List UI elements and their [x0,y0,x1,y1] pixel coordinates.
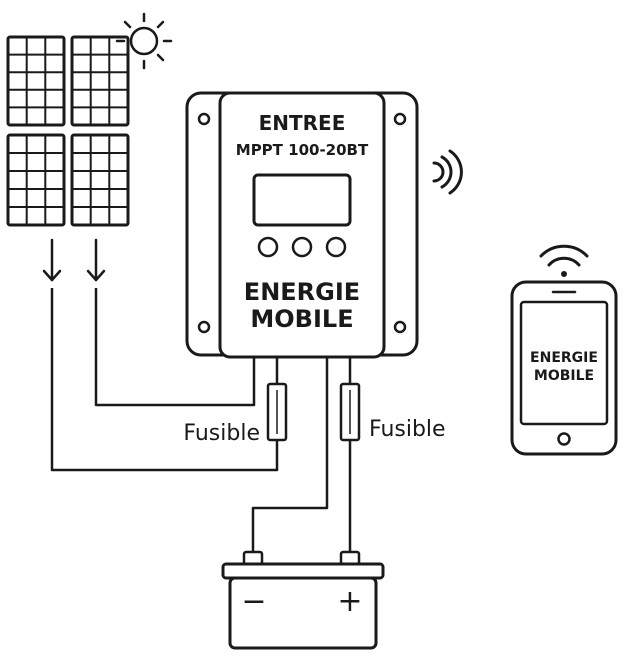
controller-brand-line1: ENERGIE [244,278,360,306]
controller-button-3 [325,236,347,258]
fuse-right [339,382,361,442]
arrow-down-icon-left [42,238,62,282]
battery-terminal-negative [242,550,264,566]
wire-panel-input-b [50,288,279,472]
battery: − + [221,550,385,650]
solar-panel-top-left [6,35,66,127]
phone-brand-line2: MOBILE [534,368,594,384]
sun-icon [115,12,173,70]
mppt-controller: ENTREE MPPT 100-20BT ENERGIE MOBILE [185,91,419,359]
phone-screen [519,300,609,426]
mount-hole-bottom-left [197,320,211,334]
solar-panel-bottom-left [6,133,66,227]
battery-lid [221,562,385,580]
wire-panel-input-a [94,288,256,407]
phone-body [510,280,618,456]
controller-button-2 [291,236,313,258]
mount-hole-top-right [393,112,407,126]
phone-brand-line1: ENERGIE [530,350,598,366]
fuse-left [266,382,288,442]
solar-panel-top-right [70,35,130,127]
controller-model: MPPT 100-20BT [236,141,369,159]
solar-panel-bottom-right [70,133,130,227]
wifi-icon-controller [432,149,463,195]
controller-title: ENTREE [259,111,346,135]
wiring [50,288,352,552]
smartphone: ENERGIE MOBILE [510,280,618,456]
battery-case [228,576,378,650]
battery-terminal-positive [339,550,361,566]
phone-home-button [557,432,571,446]
fuse-right-label: Fusible [369,417,446,442]
fuse-left-label: Fusible [183,421,260,446]
wire-battery-negative [251,358,329,552]
controller-brand-line2: MOBILE [250,305,353,333]
battery-minus-sign: − [241,584,266,619]
battery-plus-sign: + [337,584,362,619]
wifi-icon-phone [539,244,589,277]
solar-panel-array [6,35,130,227]
controller-display [252,173,352,227]
mount-hole-top-left [197,112,211,126]
controller-button-1 [257,236,279,258]
mount-hole-bottom-right [393,320,407,334]
arrow-down-icon-right [86,238,106,282]
